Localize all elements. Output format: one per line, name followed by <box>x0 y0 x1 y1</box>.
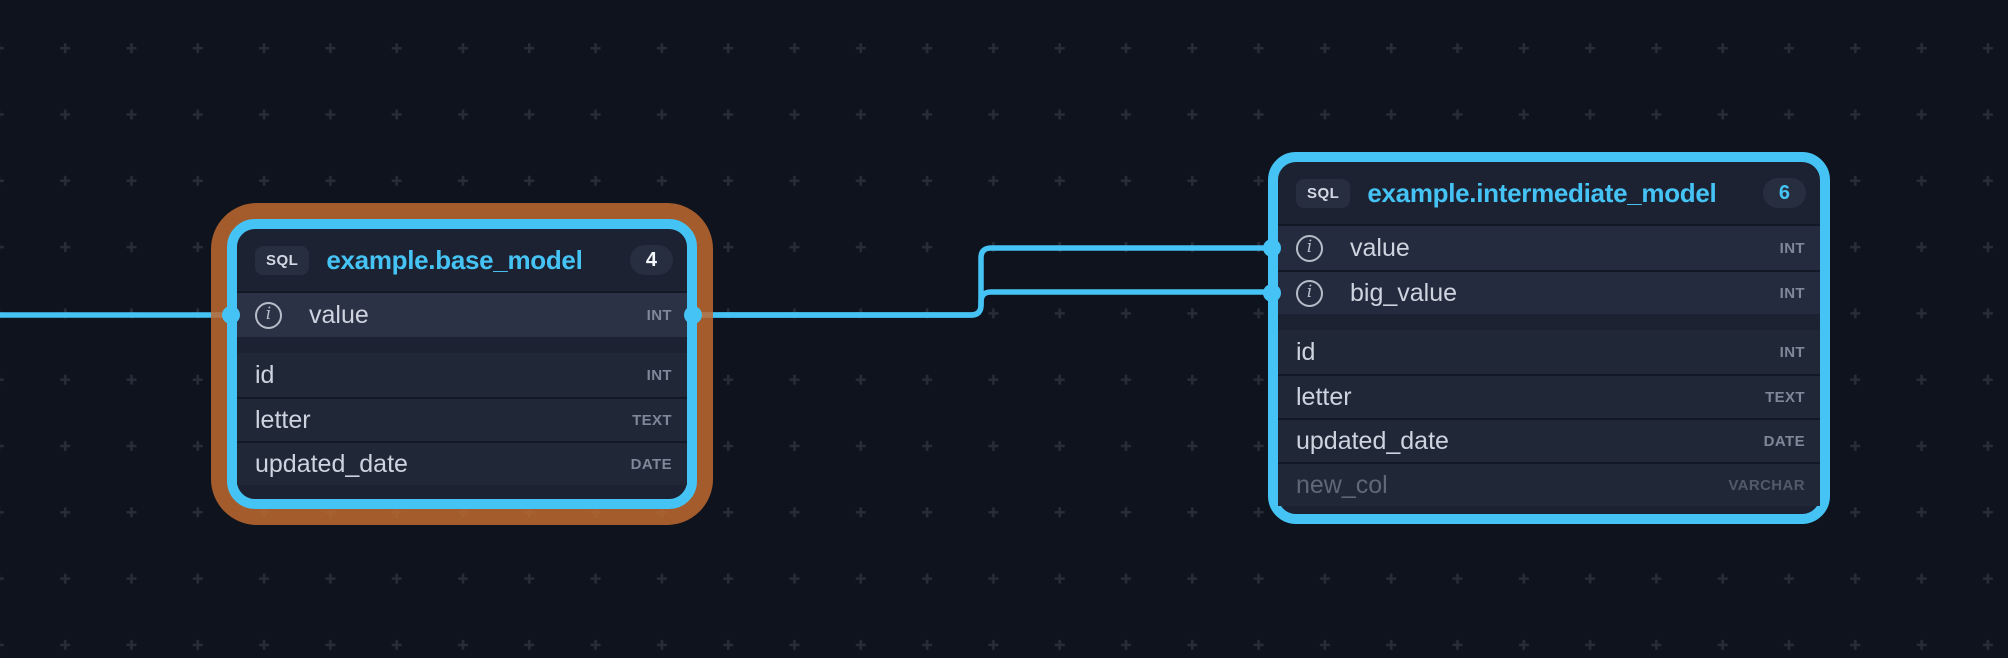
column-name: id <box>1296 337 1316 366</box>
model-header-base[interactable]: SQL example.base_model 4 <box>237 229 687 293</box>
column-row-updated_date[interactable]: updated_date DATE <box>237 441 687 485</box>
column-type: INT <box>646 366 672 384</box>
column-row-letter[interactable]: letter TEXT <box>1278 374 1820 418</box>
column-name: letter <box>255 405 311 434</box>
column-type: TEXT <box>1765 388 1805 406</box>
column-type: TEXT <box>632 411 672 429</box>
column-port-left <box>1263 284 1281 302</box>
model-kind-badge: SQL <box>1296 178 1351 208</box>
model-kind-badge: SQL <box>255 245 310 275</box>
column-row-updated_date[interactable]: updated_date DATE <box>1278 418 1820 462</box>
column-row-new_col[interactable]: new_col VARCHAR <box>1278 462 1820 506</box>
column-name: letter <box>1296 382 1352 411</box>
column-row-id[interactable]: id INT <box>237 353 687 397</box>
info-icon-glyph: i <box>1306 236 1313 257</box>
column-type: INT <box>1779 284 1805 302</box>
column-row-letter[interactable]: letter TEXT <box>237 397 687 441</box>
column-row-value[interactable]: i value INT <box>1263 226 1820 270</box>
column-type: VARCHAR <box>1728 476 1805 494</box>
lineage-edge-value-to-big-value <box>693 289 1272 318</box>
column-name: id <box>255 360 275 389</box>
model-title: example.intermediate_model <box>1367 177 1717 208</box>
column-name: value <box>309 300 369 329</box>
info-icon-glyph: i <box>1306 281 1313 302</box>
column-port-right <box>684 306 702 324</box>
column-name: updated_date <box>255 449 408 478</box>
column-name: new_col <box>1296 470 1388 499</box>
column-port-left <box>1263 239 1281 257</box>
column-name: big_value <box>1350 278 1458 307</box>
info-icon: i <box>255 301 282 329</box>
column-port-left <box>222 306 240 324</box>
column-type: INT <box>1779 343 1805 361</box>
column-type: INT <box>1779 239 1805 257</box>
model-header-intermediate[interactable]: SQL example.intermediate_model 6 <box>1278 162 1820 226</box>
column-count-badge[interactable]: 4 <box>629 245 673 275</box>
column-row-id[interactable]: id INT <box>1278 330 1820 374</box>
column-row-big_value[interactable]: i big_value INT <box>1263 270 1820 314</box>
column-name: updated_date <box>1296 426 1449 455</box>
column-count-badge[interactable]: 6 <box>1762 178 1806 208</box>
info-icon: i <box>1296 279 1323 307</box>
column-row-value[interactable]: i value INT <box>222 293 702 337</box>
info-icon: i <box>1296 234 1323 262</box>
column-type: DATE <box>1763 432 1805 450</box>
column-name: value <box>1350 233 1410 262</box>
column-type: INT <box>646 306 672 324</box>
selected-model-ring <box>211 203 713 525</box>
model-title: example.base_model <box>326 244 583 275</box>
info-icon-glyph: i <box>265 303 272 324</box>
column-type: DATE <box>630 455 672 473</box>
